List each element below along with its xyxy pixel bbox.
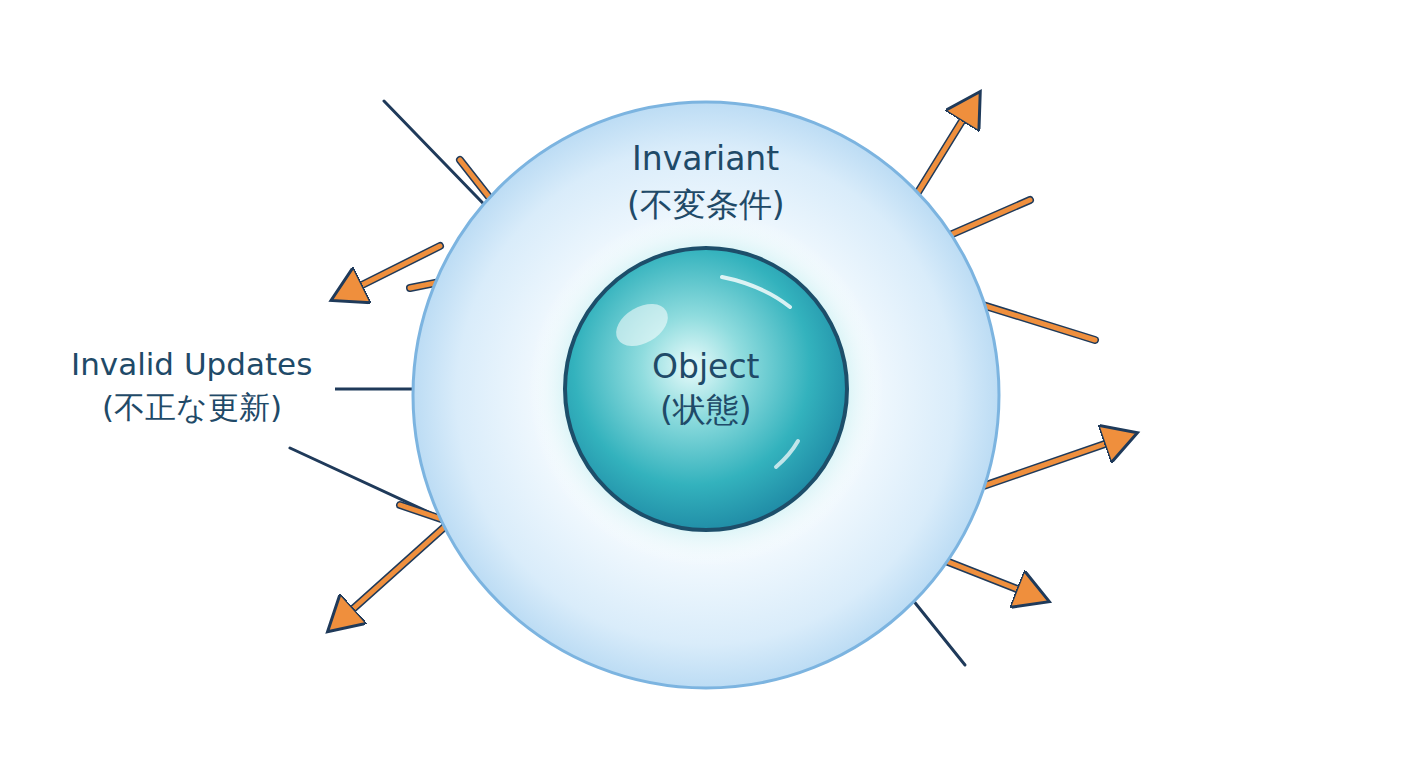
node-title: Object <box>652 347 759 387</box>
node-subtitle: (不変条件) <box>627 185 785 225</box>
node-title: Invariant <box>632 139 779 179</box>
object-sphere <box>562 245 850 533</box>
object-state: Object(状態) <box>562 245 850 533</box>
node-subtitle: (状態) <box>660 390 752 430</box>
invariant-boundary: Invariant (不変条件) Object(状態) <box>410 99 1002 691</box>
callout-label: (不正な更新) <box>102 389 282 426</box>
callout-label: Invalid Updates <box>71 346 312 383</box>
